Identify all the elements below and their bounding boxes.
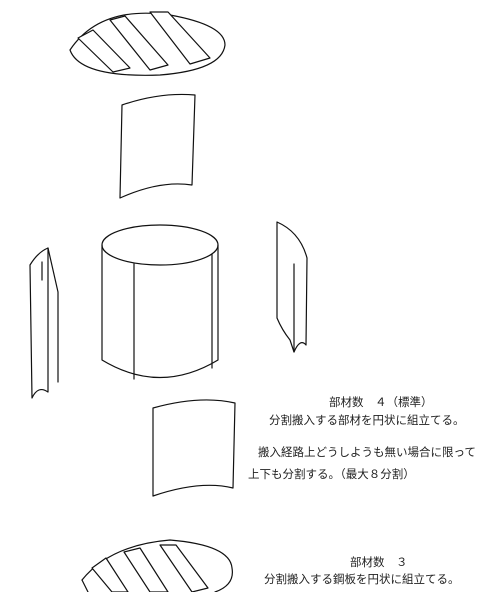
right-wall-panel [276, 221, 308, 353]
lower-wall-panel [152, 399, 236, 497]
cylinder-assembly [101, 224, 219, 380]
left-wall-panel [29, 247, 59, 399]
caption-4-line3: 搬入経路上どうしようも無い場合に限って [258, 445, 476, 459]
caption-4-line1: 部材数 ４（標準） [329, 395, 433, 409]
caption-4-line2: 分割搬入する部材を円状に組立てる。 [269, 413, 465, 427]
top-cap-split-plate [69, 11, 226, 76]
caption-4-line4: 上下も分割する。（最大８分割） [248, 467, 415, 481]
bottom-cap-split-plate [81, 539, 233, 592]
caption-3-line1: 部材数 ３ [350, 555, 408, 569]
caption-3-line2: 分割搬入する鋼板を円状に組立てる。 [264, 572, 460, 586]
upper-wall-panel [119, 93, 196, 199]
